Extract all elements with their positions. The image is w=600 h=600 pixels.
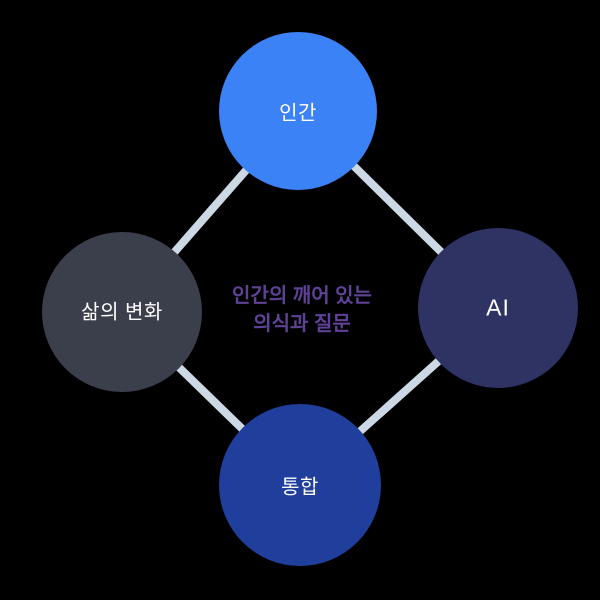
node-left-label: 삶의 변화	[81, 301, 163, 324]
node-right-label: AI	[486, 294, 510, 321]
node-top-label: 인간	[279, 102, 317, 125]
node-bottom-label: 통합	[281, 476, 319, 499]
node-right-circle	[418, 228, 578, 388]
node-left-circle	[42, 232, 202, 392]
center-caption-line-2: 의식과 질문	[253, 313, 351, 335]
node-top-circle	[219, 32, 377, 190]
center-caption-line-1: 인간의 깨어 있는	[232, 285, 372, 307]
center-caption: 인간의 깨어 있는 의식과 질문	[232, 282, 372, 338]
node-bottom-circle	[219, 404, 381, 566]
